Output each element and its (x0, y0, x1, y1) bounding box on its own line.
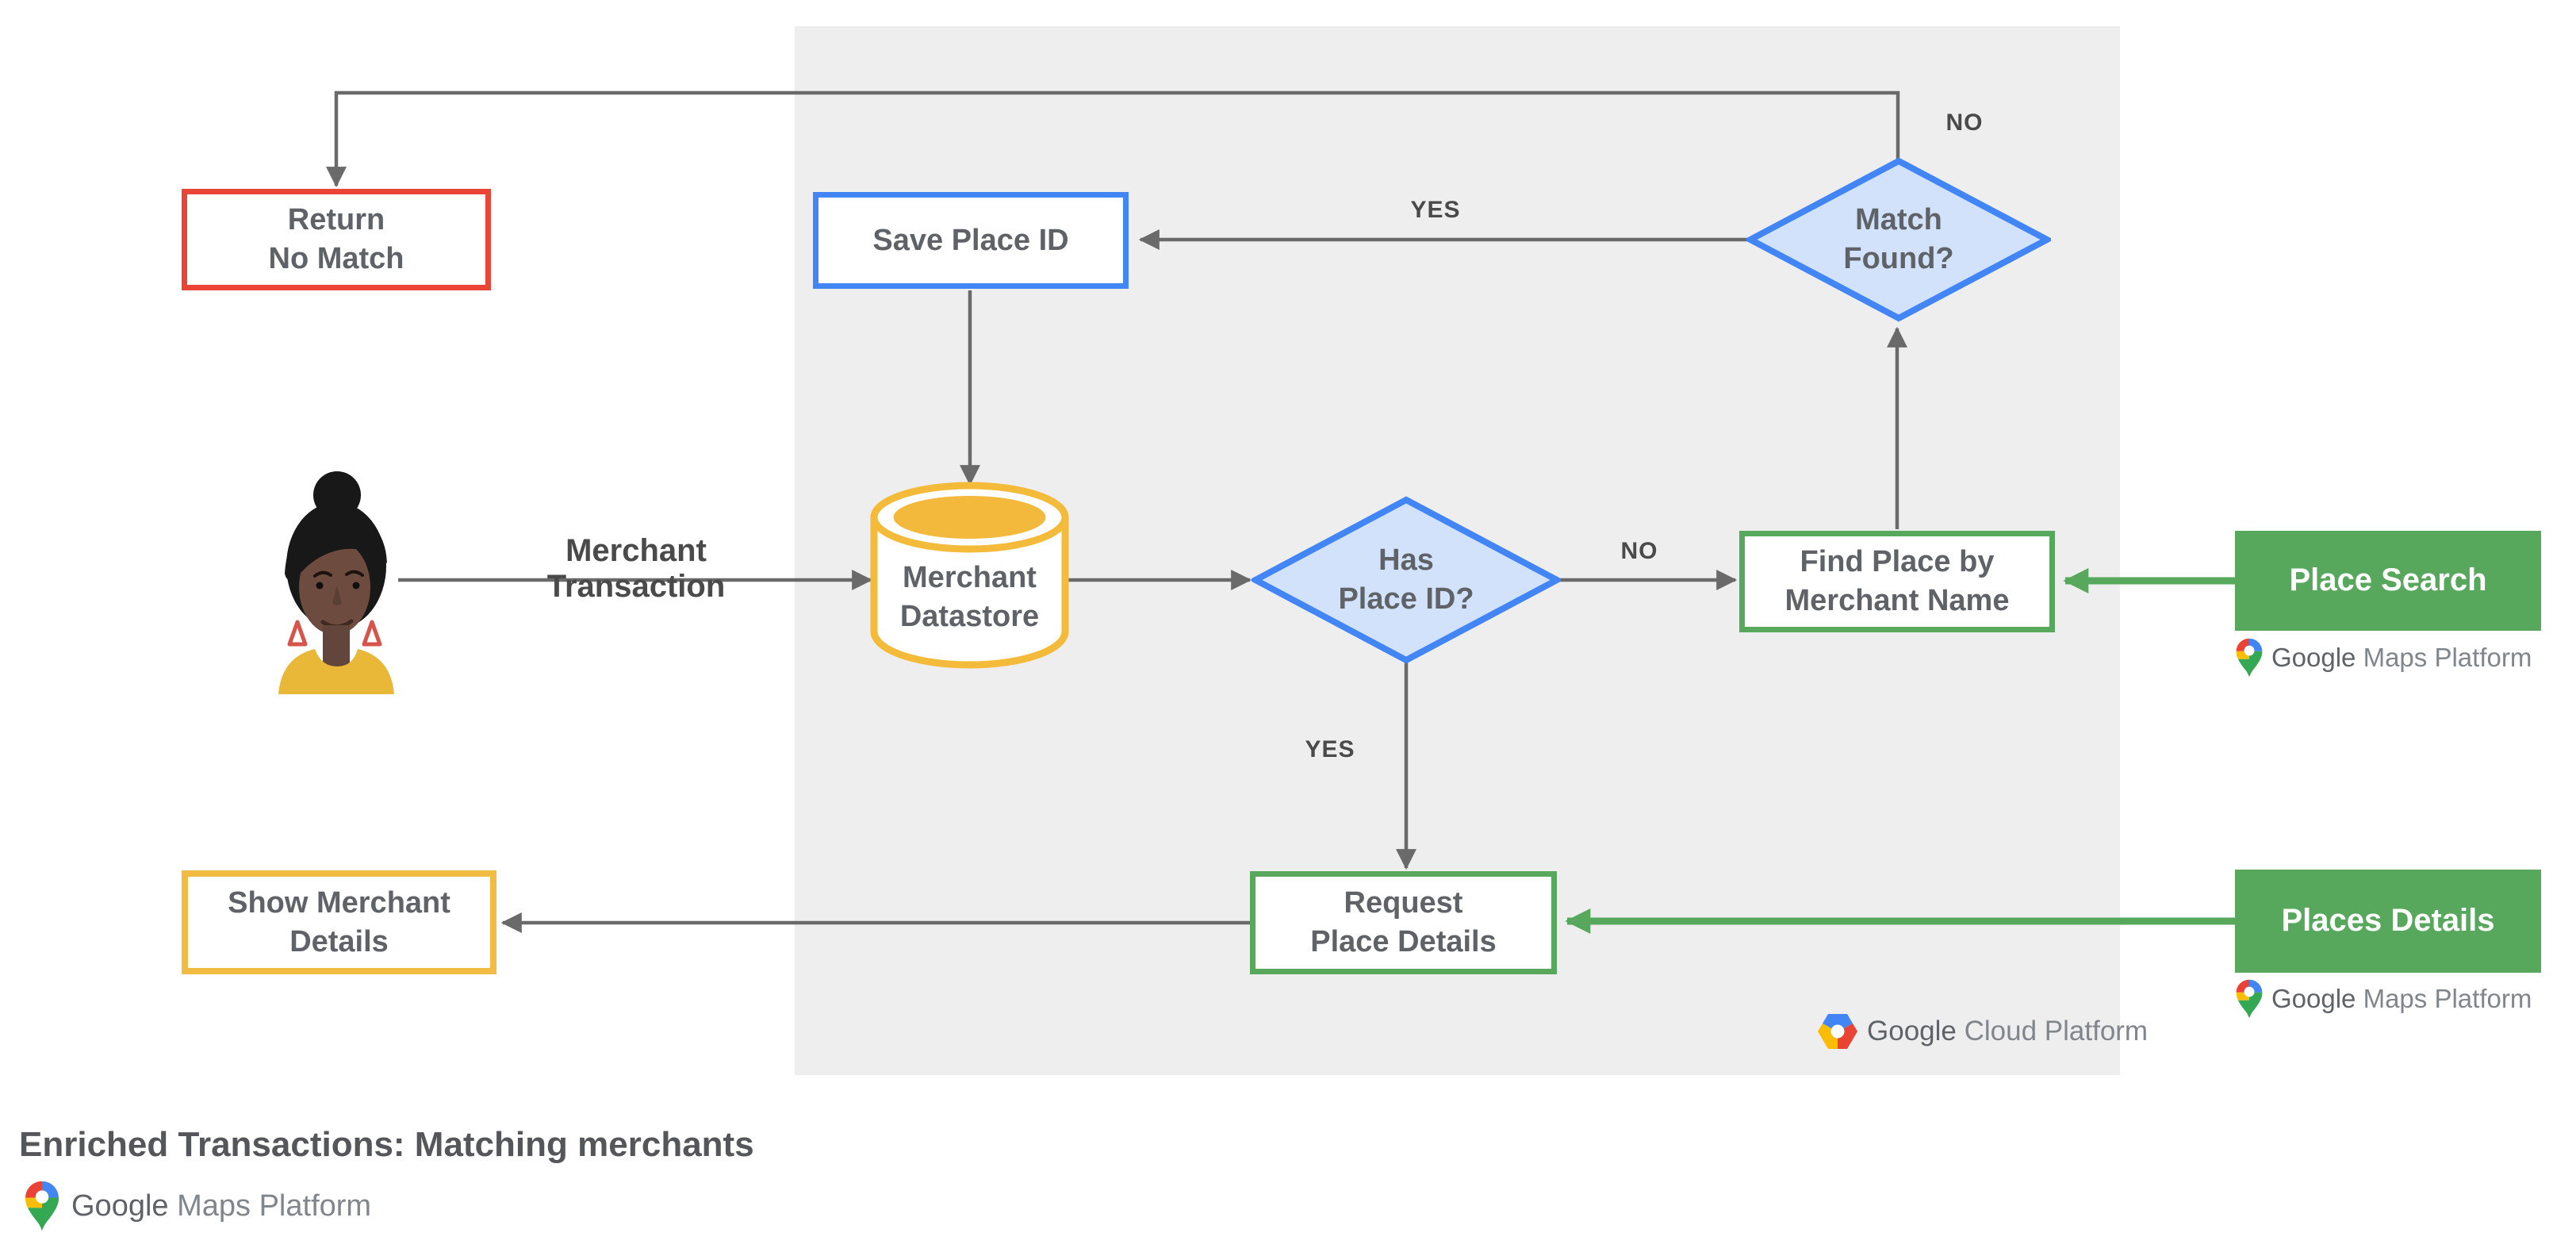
maps-pin-icon (2236, 638, 2263, 678)
google-maps-platform-logo: Google Maps Platform (2235, 638, 2532, 678)
decision-has-place-id: Has Place ID? (1252, 496, 1561, 664)
node-show-merchant-details: Show Merchant Details (182, 870, 496, 974)
node-places-details-label: Places Details (2281, 903, 2495, 939)
node-find-place-label: Find Place by Merchant Name (1784, 545, 2010, 617)
google-cloud-platform-logo: Google Cloud Platform (1818, 1014, 2148, 1049)
edge-label-no-match-found: NO (1945, 109, 1984, 136)
edge-label-merchant-transaction: Merchant Transaction (546, 533, 726, 604)
logo-cloud-platform-text: Cloud Platform (1964, 1016, 2149, 1047)
node-place-search-api: Place Search (2235, 531, 2541, 631)
node-show-merchant-details-label: Show Merchant Details (228, 885, 450, 958)
edge-label-yes-has-place-id: YES (1305, 736, 1355, 762)
node-return-no-match-label: Return No Match (268, 203, 404, 275)
maps-pin-icon (25, 1181, 59, 1231)
logo-maps-platform-text: Maps Platform (177, 1189, 372, 1223)
node-find-place-by-merchant-name: Find Place by Merchant Name (1739, 531, 2055, 632)
node-request-place-details-label: Request Place Details (1310, 886, 1497, 958)
node-place-search-label: Place Search (2289, 563, 2487, 598)
google-maps-platform-logo: Google Maps Platform (2235, 979, 2532, 1019)
node-save-place-id-label: Save Place ID (872, 223, 1069, 257)
edge-label-yes-match-found: YES (1410, 197, 1461, 223)
logo-maps-platform-text: Maps Platform (2363, 984, 2532, 1013)
node-places-details-api: Places Details (2235, 870, 2541, 973)
person-icon (278, 471, 394, 694)
node-return-no-match: Return No Match (182, 189, 491, 290)
logo-google-text: Google (2271, 643, 2356, 672)
diamond-shape (1252, 496, 1561, 664)
user-avatar (274, 467, 399, 694)
decision-has-place-id-label: Has Place ID? (1338, 543, 1474, 616)
logo-google-text: Google (71, 1189, 169, 1223)
logo-google-text: Google (1867, 1016, 1957, 1047)
decision-match-found: Match Found? (1746, 157, 2051, 322)
logo-maps-platform-text: Maps Platform (2363, 643, 2532, 672)
node-merchant-datastore-label: Merchant Datastore (899, 561, 1040, 633)
diamond-shape (1746, 157, 2051, 322)
decision-match-found-label: Match Found? (1843, 203, 1954, 275)
edge-match-found-no-to-return (326, 90, 1900, 188)
logo-google-text: Google (2271, 984, 2356, 1013)
cloud-hexagon-icon (1818, 1014, 1857, 1049)
node-save-place-id: Save Place ID (813, 192, 1129, 289)
node-request-place-details: Request Place Details (1250, 871, 1557, 974)
edge-label-no-has-place-id: NO (1620, 538, 1658, 564)
google-maps-platform-logo: Google Maps Platform (24, 1181, 371, 1231)
maps-pin-icon (2236, 979, 2263, 1019)
node-merchant-datastore: Merchant Datastore (868, 476, 1071, 674)
page-title: Enriched Transactions: Matching merchant… (19, 1125, 754, 1164)
